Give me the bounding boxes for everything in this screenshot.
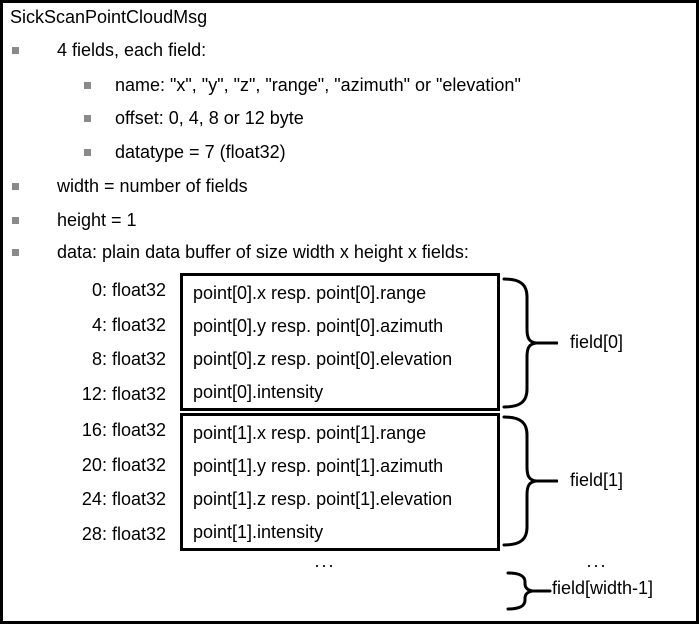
outline-item-fields: 4 fields, each field:: [57, 40, 207, 60]
more-fields-ellipsis: ...: [586, 551, 608, 571]
buffer-row: point[1].intensity: [193, 521, 324, 542]
outline-item-height: height = 1: [57, 210, 137, 230]
last-field-brace-icon: [506, 571, 552, 611]
buffer-row: point[0].z resp. point[0].elevation: [193, 348, 453, 369]
buffer-row: point[0].intensity: [193, 381, 324, 402]
field1-brace-icon: [502, 415, 558, 547]
buffer-row: point[0].y resp. point[0].azimuth: [193, 315, 444, 336]
field1-label: field[1]: [570, 470, 624, 490]
offset-label: 0: float32: [91, 280, 166, 301]
page-title: SickScanPointCloudMsg: [10, 7, 208, 27]
bullet-square-icon: [84, 149, 91, 156]
offset-label: 12: float32: [81, 383, 166, 404]
offset-label: 20: float32: [81, 454, 166, 475]
offset-label: 4: float32: [91, 314, 166, 335]
offset-label: 8: float32: [91, 349, 166, 370]
more-points-ellipsis: ...: [314, 551, 336, 571]
offset-column-field0: 0: float32 4: float32 8: float32 12: flo…: [20, 273, 166, 411]
outline-item-width: width = number of fields: [57, 176, 248, 196]
outline-item-offset: offset: 0, 4, 8 or 12 byte: [115, 108, 304, 128]
offset-label: 16: float32: [81, 420, 166, 441]
buffer-box-field0: point[0].x resp. point[0].range point[0]…: [180, 273, 500, 411]
bullet-square-icon: [12, 249, 19, 256]
buffer-row: point[1].z resp. point[1].elevation: [193, 488, 453, 509]
bullet-square-icon: [12, 217, 19, 224]
bullet-square-icon: [12, 47, 19, 54]
last-field-label: field[width-1]: [552, 578, 654, 598]
outline-item-datatype: datatype = 7 (float32): [115, 142, 286, 162]
buffer-row: point[0].x resp. point[0].range: [193, 282, 427, 303]
field0-label: field[0]: [570, 332, 624, 352]
bullet-square-icon: [84, 115, 91, 122]
buffer-row: point[1].y resp. point[1].azimuth: [193, 455, 444, 476]
offset-label: 28: float32: [81, 523, 166, 544]
buffer-box-field1: point[1].x resp. point[1].range point[1]…: [180, 413, 500, 551]
outline-item-name: name: "x", "y", "z", "range", "azimuth" …: [115, 75, 521, 95]
outline-item-data: data: plain data buffer of size width x …: [57, 242, 469, 262]
buffer-row: point[1].x resp. point[1].range: [193, 422, 427, 443]
offset-column-field1: 16: float32 20: float32 24: float32 28: …: [20, 413, 166, 551]
offset-label: 24: float32: [81, 489, 166, 510]
bullet-square-icon: [12, 183, 19, 190]
field0-brace-icon: [502, 277, 558, 409]
bullet-square-icon: [84, 82, 91, 89]
